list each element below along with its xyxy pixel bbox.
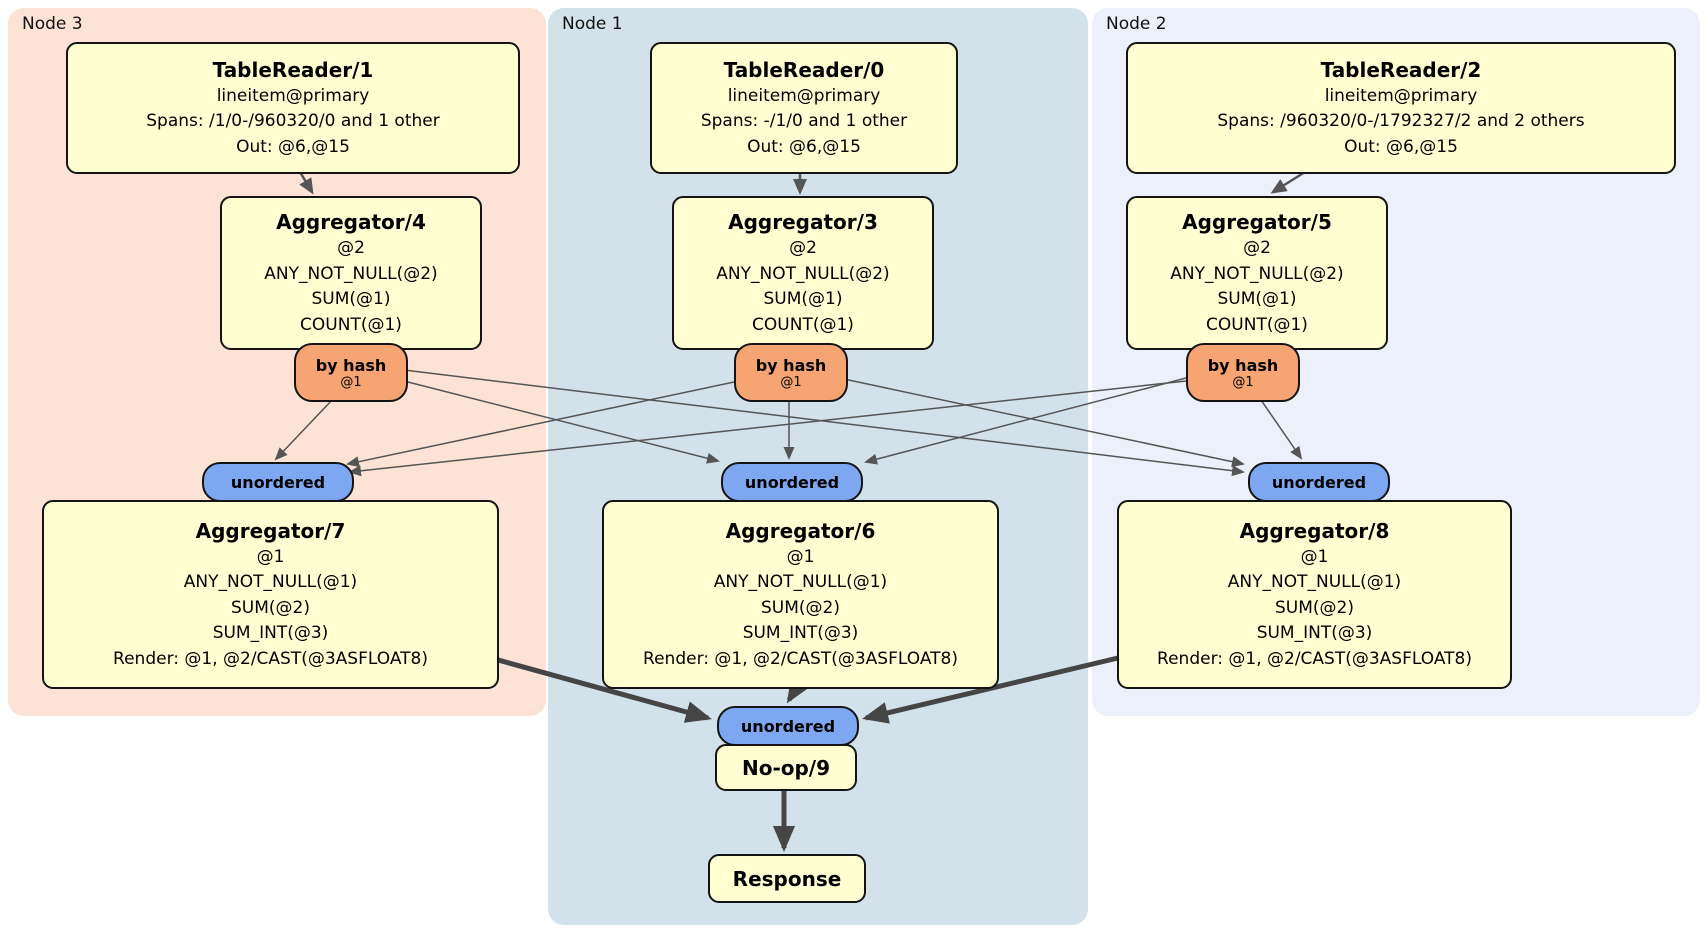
aggregator-4-fn3: COUNT(@1) (300, 314, 402, 335)
hash-router-node1: by hash @1 (734, 343, 848, 402)
aggregator-5-title: Aggregator/5 (1182, 210, 1332, 234)
aggregator-3-fn2: SUM(@1) (763, 289, 843, 309)
aggregator-3-group: @2 (789, 238, 817, 258)
aggregator-3-title: Aggregator/3 (728, 210, 878, 234)
sync-unordered-final: unordered (717, 706, 859, 746)
aggregator-8-group: @1 (1300, 546, 1329, 567)
aggregator-6-title: Aggregator/6 (725, 518, 876, 543)
noop-box: No-op/9 (715, 744, 857, 791)
hash-router-node3-label: by hash (315, 355, 387, 375)
edges-router-to-sync (274, 369, 1303, 477)
table-reader-1-title: TableReader/1 (212, 57, 374, 82)
sync-unordered-node2: unordered (1248, 462, 1390, 502)
aggregator-7-title: Aggregator/7 (195, 518, 346, 543)
edge-bh2-u1 (864, 377, 1187, 465)
aggregator-5-group: @2 (1243, 238, 1271, 258)
edge-agg6-ufinal (786, 675, 810, 704)
aggregator-7-render: Render: @1, @2/CAST(@3ASFLOAT8) (113, 648, 428, 669)
edge-agg7-ufinal (479, 652, 712, 723)
aggregator-6-render: Render: @1, @2/CAST(@3ASFLOAT8) (643, 648, 958, 669)
aggregator-7-fn1: ANY_NOT_NULL(@1) (183, 572, 358, 593)
aggregator-5-fn1: ANY_NOT_NULL(@2) (1170, 263, 1344, 284)
table-reader-1-index: lineitem@primary (216, 85, 370, 106)
aggregator-7-box: Aggregator/7 @1 ANY_NOT_NULL(@1) SUM(@2)… (42, 500, 499, 689)
panel-label-node1: Node 1 (562, 14, 623, 34)
aggregator-3-fn3: COUNT(@1) (752, 314, 854, 335)
aggregator-6-fn1: ANY_NOT_NULL(@1) (713, 572, 888, 593)
sync-unordered-node1-label: unordered (744, 472, 840, 492)
aggregator-6-fn2: SUM(@2) (761, 597, 840, 618)
aggregator-4-fn2: SUM(@1) (311, 289, 391, 309)
response-box: Response (708, 854, 866, 903)
table-reader-0-title: TableReader/0 (723, 57, 885, 82)
aggregator-3-box: Aggregator/3 @2 ANY_NOT_NULL(@2) SUM(@1)… (672, 196, 934, 350)
panel-label-node3: Node 3 (22, 14, 83, 34)
aggregator-8-box: Aggregator/8 @1 ANY_NOT_NULL(@1) SUM(@2)… (1117, 500, 1512, 689)
aggregator-8-fn2: SUM(@2) (1275, 597, 1354, 618)
hash-router-node1-label: by hash (755, 355, 827, 375)
hash-router-node3: by hash @1 (294, 343, 408, 402)
table-reader-2-box: TableReader/2 lineitem@primary Spans: /9… (1126, 42, 1676, 174)
table-reader-2-index: lineitem@primary (1324, 85, 1478, 106)
aggregator-7-group: @1 (256, 546, 285, 567)
edge-tr2-agg5 (1270, 170, 1306, 194)
edges-tablereader-to-aggregator (298, 170, 1306, 195)
edge-bh1-u3 (346, 381, 735, 468)
hash-router-node2-label: by hash (1207, 355, 1279, 375)
edge-bh3-u3 (274, 398, 334, 461)
edge-agg8-ufinal (862, 654, 1123, 724)
table-reader-1-out: Out: @6,@15 (236, 136, 350, 157)
aggregator-4-fn1: ANY_NOT_NULL(@2) (264, 263, 438, 284)
edge-tr1-agg4 (298, 171, 314, 195)
aggregator-4-group: @2 (337, 238, 365, 258)
table-reader-0-box: TableReader/0 lineitem@primary Spans: -/… (650, 42, 958, 174)
hash-router-node2-key: @1 (1232, 374, 1254, 390)
table-reader-1-box: TableReader/1 lineitem@primary Spans: /1… (66, 42, 520, 174)
aggregator-6-group: @1 (786, 546, 815, 567)
aggregator-5-fn2: SUM(@1) (1217, 289, 1297, 309)
panel-label-node2: Node 2 (1106, 14, 1167, 34)
aggregator-4-title: Aggregator/4 (276, 210, 426, 234)
table-reader-1-spans: Spans: /1/0-/960320/0 and 1 other (146, 111, 440, 132)
sync-unordered-node1: unordered (721, 462, 863, 502)
hash-router-node3-key: @1 (340, 374, 362, 390)
hash-router-node1-key: @1 (780, 374, 802, 390)
table-reader-0-index: lineitem@primary (727, 85, 881, 106)
aggregator-5-box: Aggregator/5 @2 ANY_NOT_NULL(@2) SUM(@1)… (1126, 196, 1388, 350)
aggregator-8-render: Render: @1, @2/CAST(@3ASFLOAT8) (1157, 648, 1472, 669)
aggregator-8-title: Aggregator/8 (1239, 518, 1390, 543)
aggregator-4-box: Aggregator/4 @2 ANY_NOT_NULL(@2) SUM(@1)… (220, 196, 482, 350)
edge-bh2-u3 (348, 380, 1187, 477)
aggregator-6-fn3: SUM_INT(@3) (742, 623, 859, 644)
aggregator-3-fn1: ANY_NOT_NULL(@2) (716, 263, 890, 284)
table-reader-0-out: Out: @6,@15 (747, 136, 861, 157)
aggregator-6-box: Aggregator/6 @1 ANY_NOT_NULL(@1) SUM(@2)… (602, 500, 999, 689)
aggregator-7-fn2: SUM(@2) (231, 597, 310, 618)
table-reader-2-spans: Spans: /960320/0-/1792327/2 and 2 others (1217, 111, 1585, 132)
aggregator-8-fn1: ANY_NOT_NULL(@1) (1227, 572, 1402, 593)
aggregator-7-fn3: SUM_INT(@3) (212, 623, 329, 644)
table-reader-2-out: Out: @6,@15 (1344, 136, 1458, 157)
response-title: Response (732, 866, 842, 891)
edge-bh3-u1 (403, 380, 720, 464)
hash-router-node2: by hash @1 (1186, 343, 1300, 402)
table-reader-2-title: TableReader/2 (1320, 57, 1482, 82)
noop-title: No-op/9 (741, 755, 831, 780)
sync-unordered-node2-label: unordered (1271, 472, 1367, 492)
sync-unordered-final-label: unordered (740, 716, 836, 736)
sync-unordered-node3: unordered (202, 462, 354, 502)
aggregator-5-fn3: COUNT(@1) (1206, 314, 1308, 335)
sync-unordered-node3-label: unordered (230, 472, 326, 492)
table-reader-0-spans: Spans: -/1/0 and 1 other (700, 111, 908, 132)
edge-bh2-u2 (1260, 399, 1303, 460)
edge-bh1-u2 (843, 378, 1245, 468)
aggregator-8-fn3: SUM_INT(@3) (1256, 623, 1373, 644)
edges-aggregator-to-final-sync (479, 652, 1123, 852)
